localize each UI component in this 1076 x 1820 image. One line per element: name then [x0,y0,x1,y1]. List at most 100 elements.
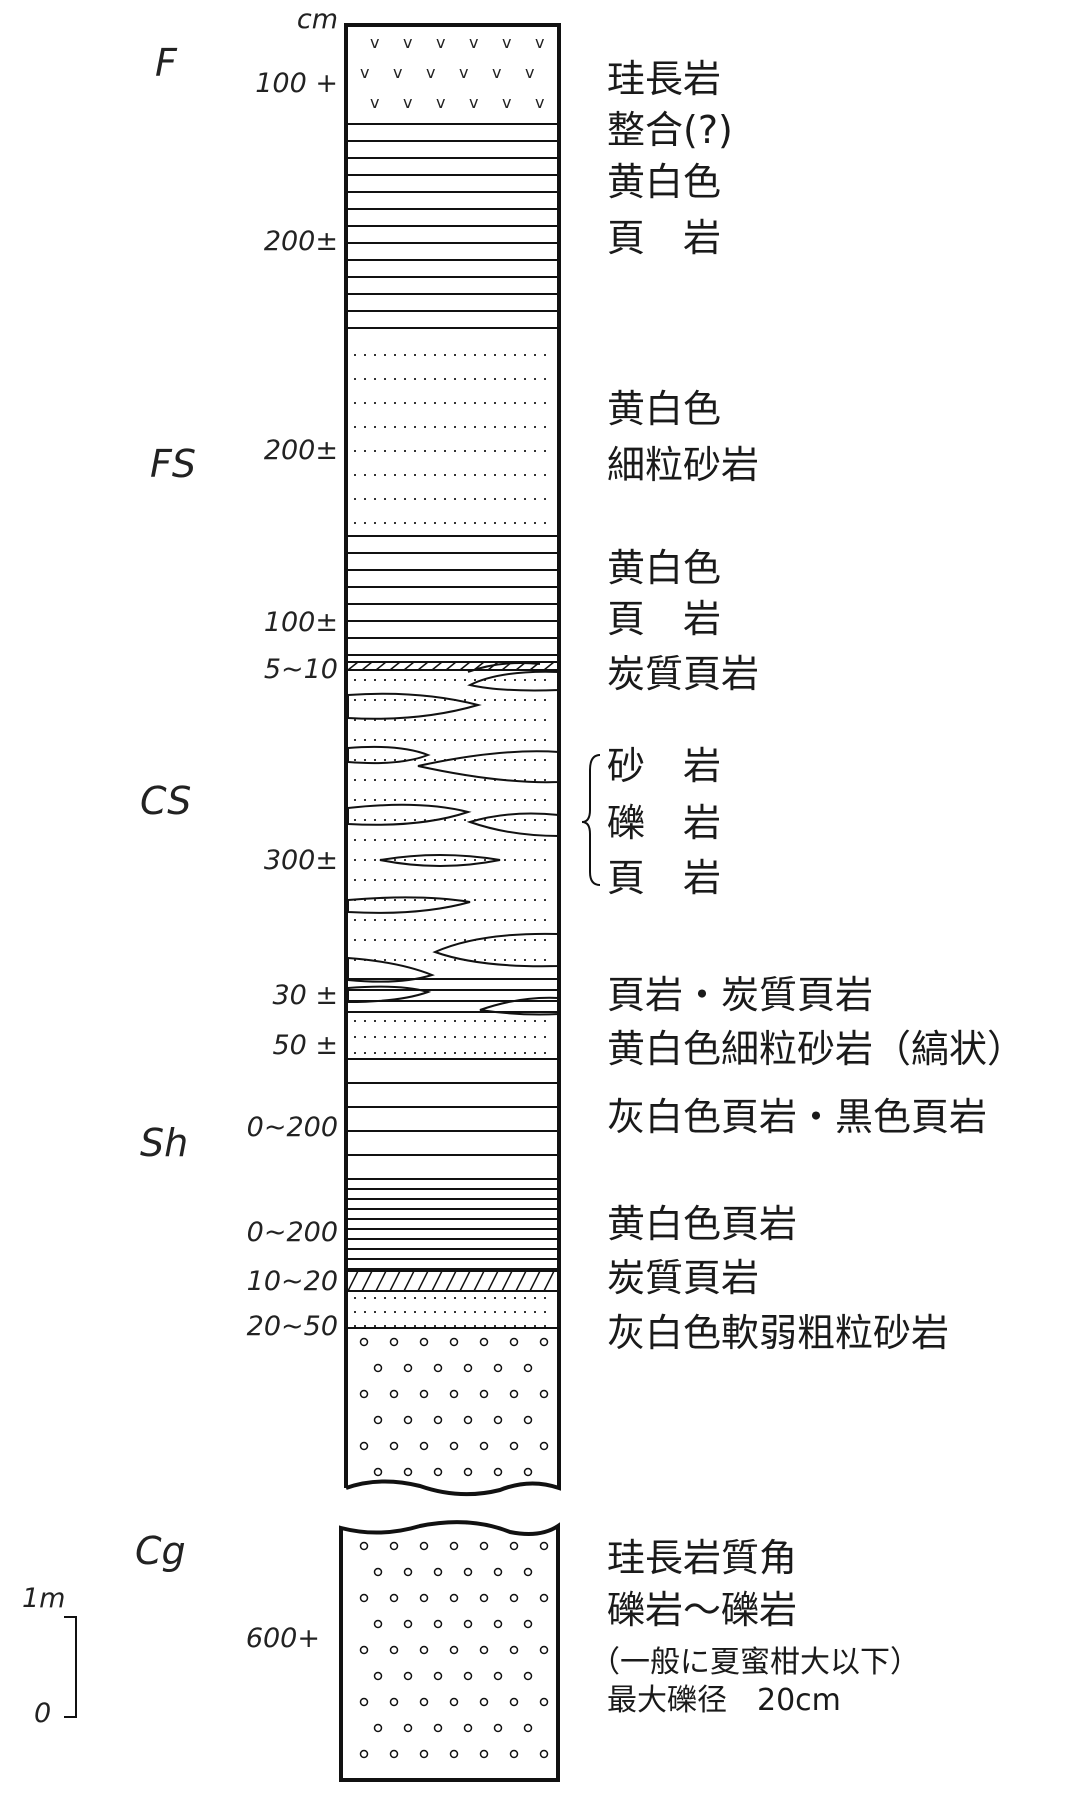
pebble [449,1593,459,1603]
pebble [433,1415,443,1425]
pebble [493,1467,503,1477]
pebble [389,1593,399,1603]
pebble [449,1749,459,1759]
pebble [463,1619,473,1629]
pebble [419,1441,429,1451]
coaly-lens [347,985,432,1004]
coal-hatch [375,661,387,671]
coal-hatch [515,1270,527,1292]
gravel-lens [417,750,560,784]
coal-hatch [347,661,359,671]
pebble [433,1671,443,1681]
lenses [347,662,560,1016]
pebble [403,1415,413,1425]
description: 炭質頁岩 [607,1256,759,1300]
pebble [509,1749,519,1759]
pebble [449,1645,459,1655]
pebble [359,1389,369,1399]
gravel-lens [347,692,482,720]
pebble [539,1541,549,1551]
pebble [359,1697,369,1707]
felsite-v: v [535,33,544,52]
pebble [419,1697,429,1707]
felsite-v: v [426,63,435,82]
pebble [449,1697,459,1707]
gravel-lens [347,803,472,826]
coal-hatch [543,661,555,671]
pebble [403,1467,413,1477]
pebble [449,1441,459,1451]
pebble [419,1749,429,1759]
thickness-label: 0~200 [247,1112,338,1143]
felsite-v: v [469,93,478,112]
description: 細粒砂岩 [607,443,759,487]
coal-hatch [445,1270,457,1292]
pebble [539,1337,549,1347]
pebble [403,1567,413,1577]
lens [467,662,541,673]
pebble [523,1467,533,1477]
description: （一般に夏蜜柑大以下） [590,1645,920,1680]
pebble [433,1723,443,1733]
coal-hatch [487,1270,499,1292]
description: 黄白色細粒砂岩（縞状） [607,1027,1025,1071]
unit-CS: CS [140,779,191,823]
pebble [523,1415,533,1425]
thickness-label: 300± [264,845,338,876]
upper-column-outline [344,23,561,1497]
felsite-v: v [393,63,402,82]
pebble [403,1723,413,1733]
description: 黄白色頁岩 [607,1202,797,1246]
felsite-v: v [436,33,445,52]
pebble [419,1541,429,1551]
lens [347,745,431,765]
description: 頁 岩 [607,216,721,260]
coal-hatch [431,661,443,671]
pebble [389,1645,399,1655]
scale-top-label: 1m [22,1583,65,1614]
pebble [449,1389,459,1399]
description: 整合(?) [607,108,733,152]
pebble [479,1541,489,1551]
pebble [493,1671,503,1681]
pebble [389,1749,399,1759]
pebble [463,1723,473,1733]
felsite-v: v [370,33,379,52]
felsite-v: v [492,63,501,82]
felsite-v: v [403,33,412,52]
description: 頁 岩 [607,856,721,900]
pebble [479,1389,489,1399]
coal-hatch [403,1270,415,1292]
pebble [479,1645,489,1655]
coal-hatch [417,1270,429,1292]
coal-hatch [529,1270,541,1292]
pebble [539,1697,549,1707]
pebble [509,1593,519,1603]
pebble [479,1593,489,1603]
pebble [419,1593,429,1603]
coal-hatch [361,1270,373,1292]
unit-cm-label: cm [297,4,338,35]
coal-hatch [459,1270,471,1292]
description: 黄白色 [607,546,721,590]
thickness-label: 20~50 [247,1311,338,1342]
gravel-lens [432,932,560,968]
pebble [373,1671,383,1681]
pebble [539,1593,549,1603]
pebble [493,1619,503,1629]
felsite-v: v [469,33,478,52]
pebble [509,1697,519,1707]
description: 最大礫径 20cm [607,1683,841,1718]
pebble [419,1645,429,1655]
pebble [479,1749,489,1759]
coal-hatch [501,1270,513,1292]
pebble [539,1749,549,1759]
thickness-label: 30 ± [272,980,338,1011]
pebble [509,1541,519,1551]
felsite-v: v [370,93,379,112]
pebble [523,1723,533,1733]
pebble [479,1337,489,1347]
felsite-v: v [403,93,412,112]
pebble [433,1567,443,1577]
pebble [463,1415,473,1425]
